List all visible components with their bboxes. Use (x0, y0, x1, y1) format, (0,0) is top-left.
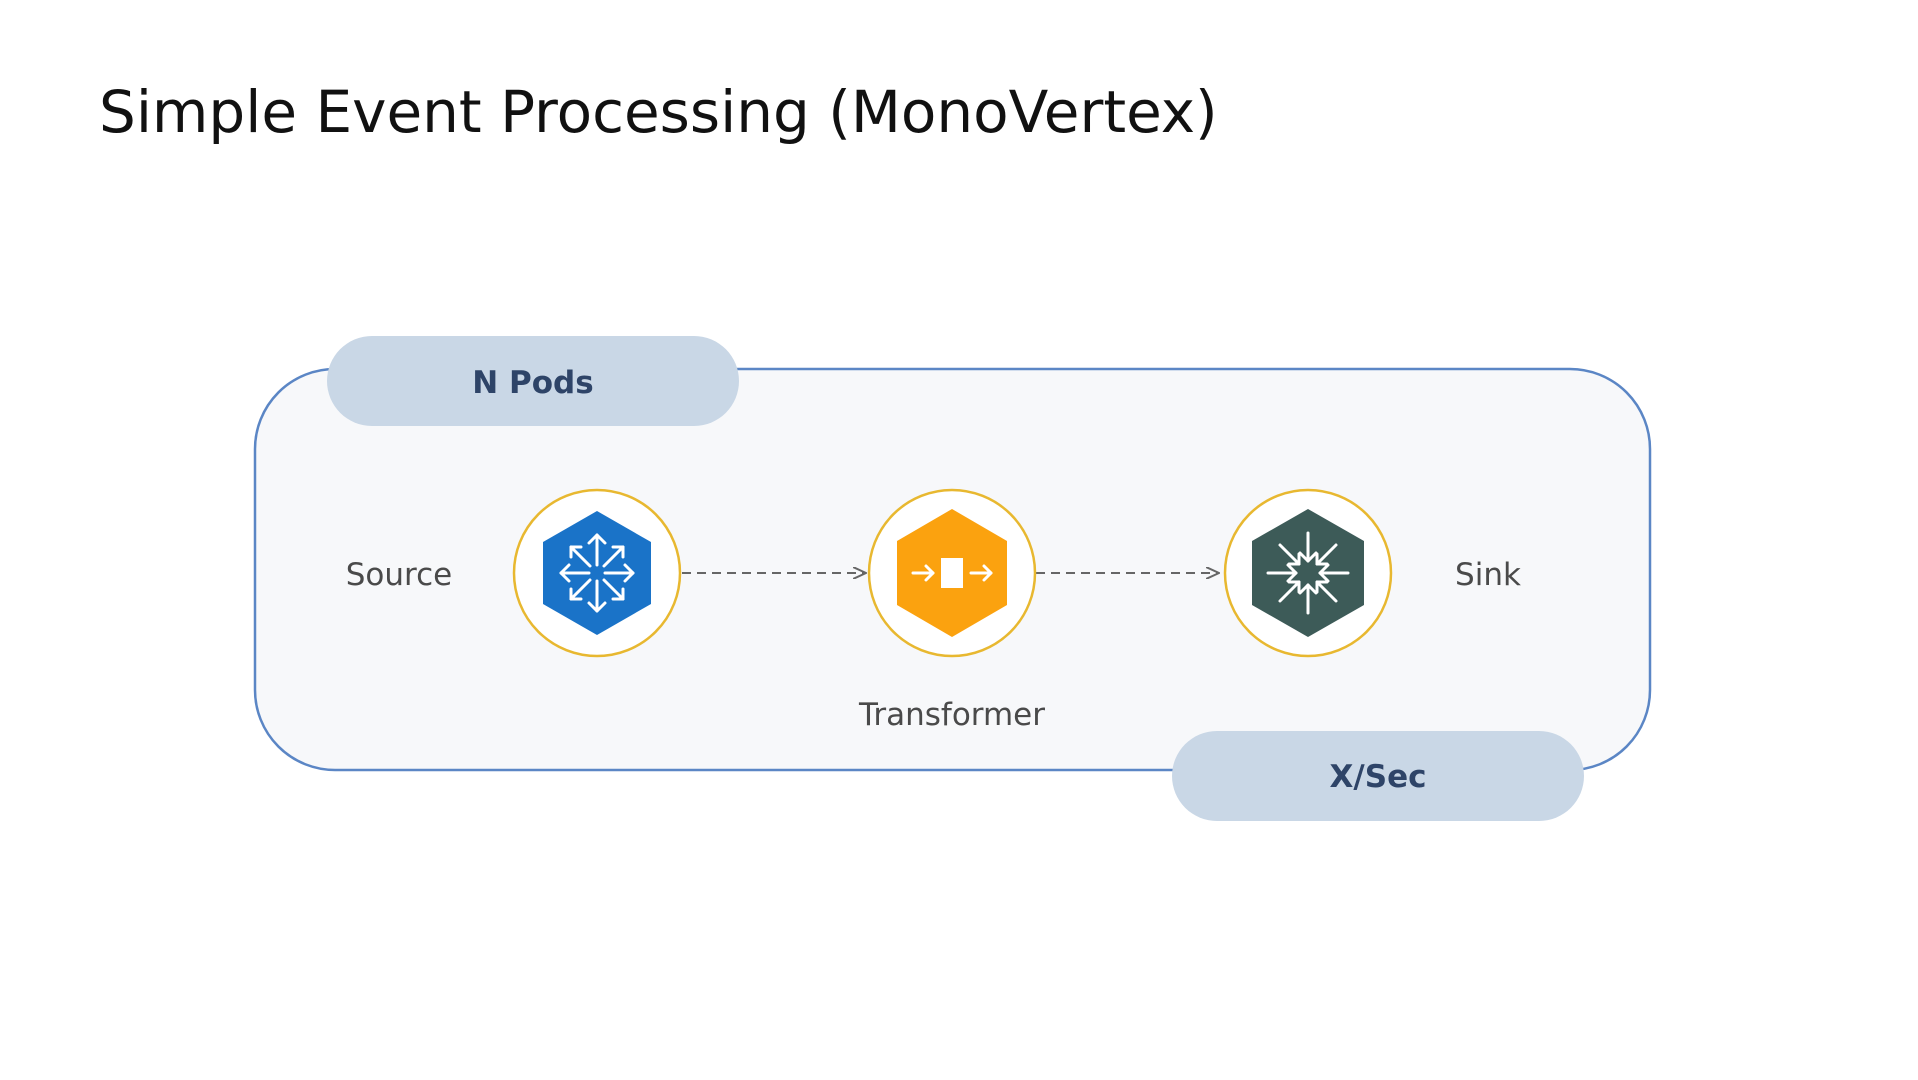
page-title: Simple Event Processing (MonoVertex) (99, 78, 1218, 146)
sink-node (1223, 488, 1393, 658)
pods-badge: N Pods (327, 336, 739, 426)
expand-arrows-icon (543, 511, 651, 635)
sink-label: Sink (1455, 557, 1521, 593)
throughput-badge-label: X/Sec (1330, 759, 1427, 795)
throughput-badge: X/Sec (1172, 731, 1584, 821)
collapse-arrows-icon (1252, 509, 1364, 637)
pods-badge-label: N Pods (472, 365, 593, 401)
source-label: Source (346, 557, 452, 593)
transformer-node (867, 488, 1037, 658)
transformer-label: Transformer (858, 697, 1045, 733)
transform-box-icon (897, 509, 1007, 637)
source-node (512, 488, 682, 658)
